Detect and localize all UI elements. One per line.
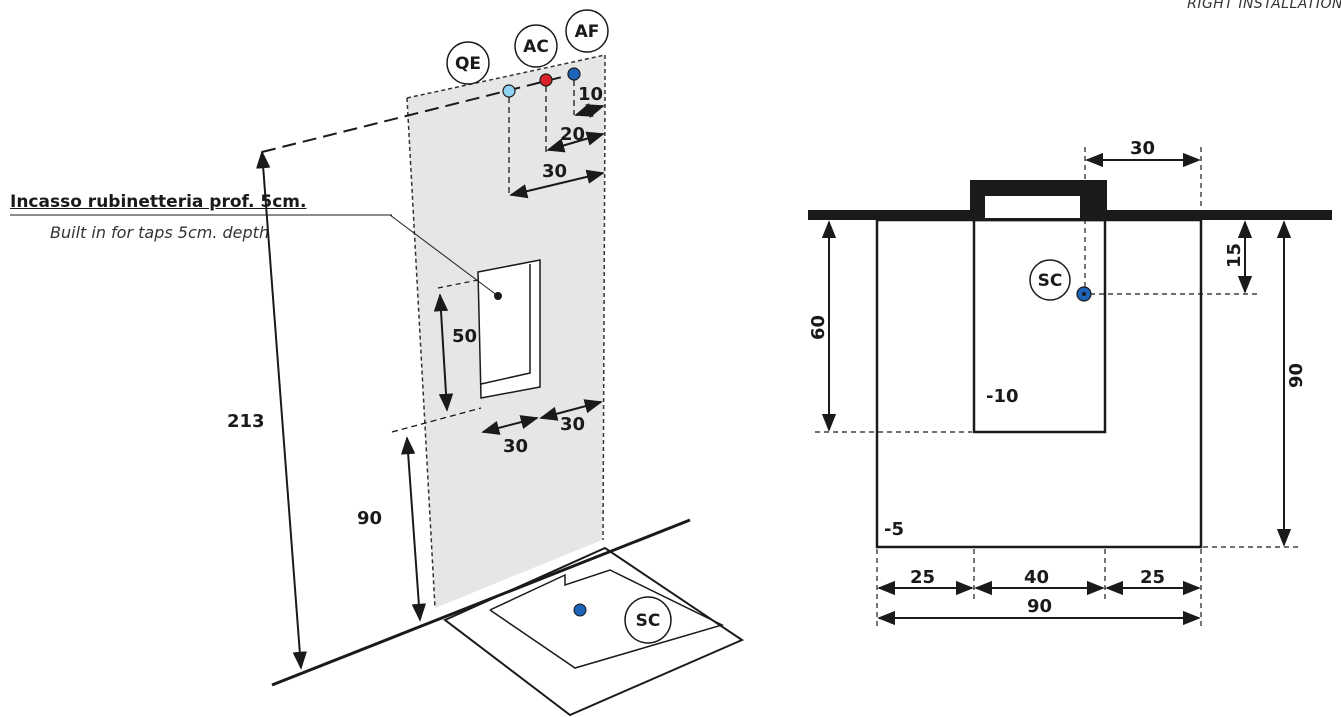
dim-30a-label: 30	[503, 436, 528, 457]
dim-30-top-label: 30	[542, 161, 567, 182]
note-subtitle: Built in for taps 5cm. depth	[50, 223, 270, 242]
dim-30b-label: 30	[560, 414, 585, 435]
sc-badge: SC	[624, 596, 672, 644]
dim-30b-arrow	[539, 399, 603, 421]
svg-text:SC: SC	[636, 611, 661, 631]
svg-text:AF: AF	[575, 22, 600, 42]
dim-50-arrow	[433, 293, 454, 412]
tap-recess-inner	[480, 264, 531, 385]
plan-view: SC 15 60 90 -10 -5 30 25 40 25 90	[808, 138, 1332, 630]
svg-text:AC: AC	[523, 37, 549, 57]
dim-20-label: 20	[560, 124, 585, 145]
dim-213-arrow	[256, 150, 307, 670]
note-title: Incasso rubinetteria prof. 5cm.	[10, 192, 307, 212]
wall-top-edge	[406, 54, 606, 99]
dim-90-label: 90	[357, 508, 382, 529]
note-leader-line	[389, 214, 499, 297]
dim-25-left-label: 25	[910, 567, 935, 588]
ac-badge: AC	[514, 24, 558, 68]
dim-50-ext	[437, 279, 479, 289]
perspective-view: 10 20 30 50 30 30 90 213 QE AC AF SC	[10, 9, 745, 717]
dim-30-label: 30	[1130, 138, 1155, 159]
dim-90-right-label: 90	[1286, 363, 1307, 388]
dim-30-top-arrow	[509, 169, 605, 199]
pipe-line	[261, 73, 575, 153]
level-90-line	[391, 407, 482, 433]
sc-dot-center	[1082, 292, 1086, 296]
dim-30a-arrow	[481, 415, 539, 435]
wall-edge	[406, 97, 436, 609]
wall-edge	[602, 55, 606, 541]
tray-outline	[443, 546, 745, 717]
dim-10-arrow	[574, 103, 605, 118]
af-dot	[567, 67, 581, 81]
sc-badge-plan: SC	[1029, 259, 1071, 301]
tray-recess	[489, 569, 725, 669]
dim-60-label: 60	[808, 315, 829, 340]
inner-recess	[972, 218, 1107, 434]
sc-drain-dot	[573, 603, 587, 617]
dim-90-arrow	[400, 436, 427, 622]
depth-minus5-label: -5	[884, 519, 904, 540]
svg-text:SC: SC	[1038, 271, 1063, 291]
dim-10-label: 10	[578, 84, 603, 105]
niche-opening	[985, 196, 1080, 218]
depth-minus10-label: -10	[986, 386, 1019, 407]
qe-badge: QE	[446, 41, 490, 85]
floor-line	[271, 518, 691, 687]
dim-40-label: 40	[1024, 567, 1049, 588]
dim-90-bottom-label: 90	[1027, 596, 1052, 617]
af-badge: AF	[565, 9, 609, 53]
dim-213-label: 213	[227, 411, 265, 432]
installation-side-label: RIGHT INSTALLATION	[1187, 0, 1341, 12]
svg-text:QE: QE	[455, 54, 481, 74]
dim-20-arrow	[546, 131, 605, 153]
dim-15-label: 15	[1224, 243, 1245, 268]
tap-recess	[477, 259, 541, 399]
dim-25-right-label: 25	[1140, 567, 1165, 588]
qe-dot	[502, 84, 516, 98]
dim-50-label: 50	[452, 326, 477, 347]
ac-dot	[539, 73, 553, 87]
